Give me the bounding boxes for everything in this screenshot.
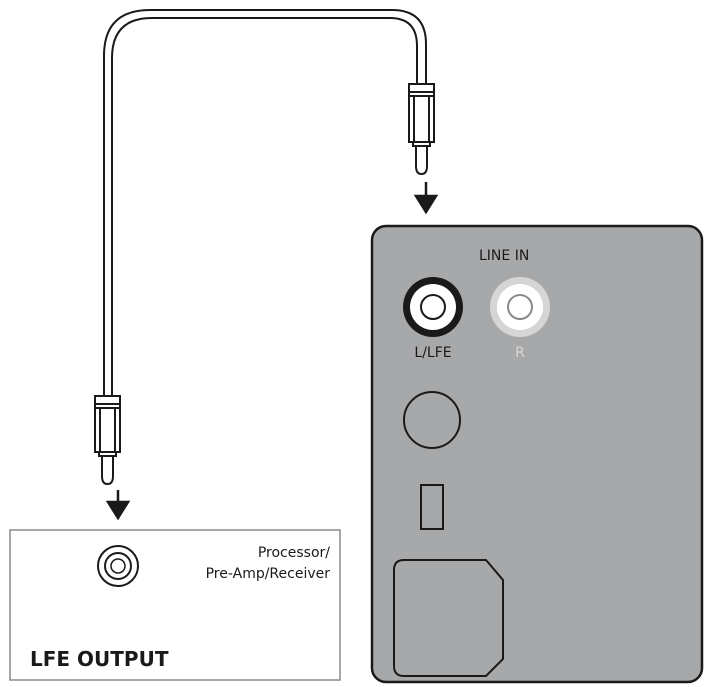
top-rca-plug xyxy=(408,83,435,176)
left-lfe-jack[interactable] xyxy=(403,277,463,337)
round-connector xyxy=(403,391,461,449)
rca-cable xyxy=(103,9,427,396)
bottom-rca-plug xyxy=(94,395,121,486)
lfe-output-label: LFE OUTPUT xyxy=(30,647,169,671)
right-jack[interactable] xyxy=(490,277,550,337)
rectangular-switch xyxy=(420,484,444,530)
bottom-arrow-down-icon xyxy=(105,490,131,521)
source-device: Processor/ Pre-Amp/Receiver LFE OUTPUT xyxy=(9,529,341,681)
subwoofer-panel: LINE IN L/LFE R xyxy=(370,224,704,684)
lfe-output-jack[interactable] xyxy=(97,545,139,587)
device-name-line2: Pre-Amp/Receiver xyxy=(206,566,331,582)
right-jack-label: R xyxy=(515,345,525,361)
top-arrow-down-icon xyxy=(413,182,439,215)
device-name-line1: Processor/ xyxy=(258,545,330,561)
power-inlet xyxy=(393,559,504,677)
left-lfe-jack-label: L/LFE xyxy=(414,345,451,361)
line-in-label: LINE IN xyxy=(479,248,529,264)
